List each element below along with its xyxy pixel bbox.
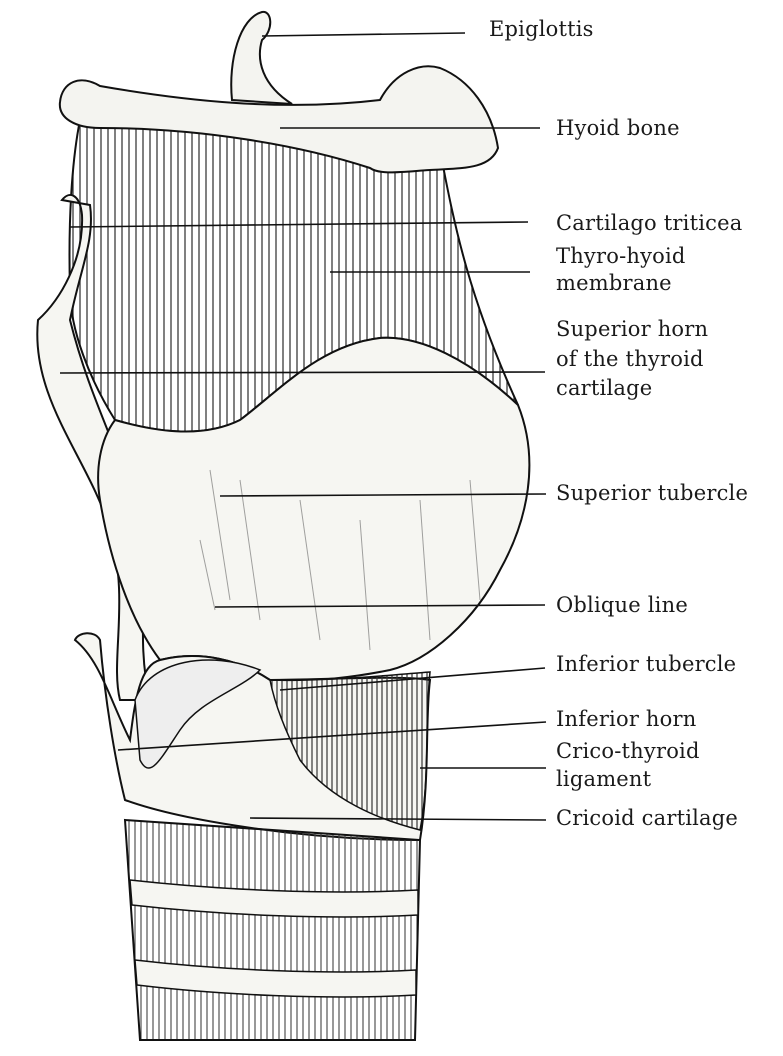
label-thyro-hyoid-1: Thyro-hyoid: [556, 245, 686, 267]
label-superior-tubercle: Superior tubercle: [556, 482, 748, 504]
label-oblique-line: Oblique line: [556, 594, 688, 616]
label-epiglottis: Epiglottis: [489, 18, 594, 40]
label-hyoid-bone: Hyoid bone: [556, 117, 680, 139]
trachea-shape: [125, 820, 420, 1040]
label-cartilago-triticea: Cartilago triticea: [556, 212, 742, 234]
label-inferior-tubercle: Inferior tubercle: [556, 653, 736, 675]
label-inferior-horn: Inferior horn: [556, 708, 696, 730]
label-cricoid-cartilage: Cricoid cartilage: [556, 807, 738, 829]
label-superior-horn-1: Superior horn: [556, 318, 708, 340]
label-thyro-hyoid-2: membrane: [556, 272, 672, 294]
label-crico-thyroid-1: Crico-thyroid: [556, 740, 700, 762]
label-superior-horn-3: cartilage: [556, 377, 652, 399]
epiglottis-shape: [231, 12, 292, 104]
label-superior-horn-2: of the thyroid: [556, 348, 704, 370]
label-crico-thyroid-2: ligament: [556, 768, 651, 790]
